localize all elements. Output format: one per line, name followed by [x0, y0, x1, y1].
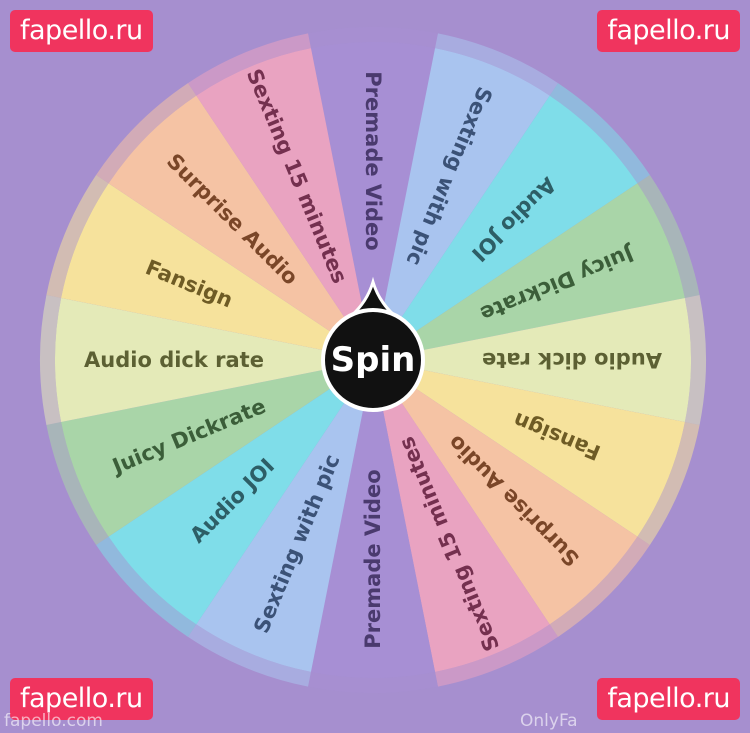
wheel-rim — [40, 27, 706, 693]
wheel-segment-label: Premade Video — [361, 469, 385, 648]
wheel-rim-segment — [637, 174, 700, 298]
wheel-segment — [108, 95, 374, 361]
wheel-rim-segment — [187, 33, 311, 96]
wheel-rim-segment — [435, 624, 559, 687]
wheel-rim-segment — [308, 27, 438, 49]
wheel-rim-segment — [96, 83, 197, 184]
wheel-rim-segment — [435, 33, 559, 96]
wheel-segment — [373, 360, 685, 537]
watermark-badge-bottom-left: fapello.ru — [10, 678, 153, 720]
wheel-segment — [373, 95, 638, 361]
wheel-rim-segment — [46, 422, 109, 546]
wheel-segment — [373, 48, 550, 360]
wheel-segment — [373, 360, 550, 672]
wheel-segment — [373, 360, 638, 625]
watermark-badge-top-right: fapello.ru — [597, 10, 740, 52]
wheel-rim-segment — [637, 422, 700, 546]
wheel-segment-label: Audio dick rate — [482, 348, 662, 372]
wheel-rim-segment — [46, 174, 109, 298]
spin-button[interactable]: Spin — [321, 276, 425, 412]
wheel-segment — [108, 360, 374, 625]
footer-watermark-left: fapello.com — [4, 711, 103, 731]
wheel-rim-segment — [96, 536, 197, 637]
wheel-segment — [61, 183, 373, 360]
wheel-segment — [373, 297, 691, 423]
wheel-segment — [310, 42, 436, 361]
wheel-segments — [54, 42, 691, 678]
wheel-rim-segment — [308, 671, 438, 693]
spin-button-label[interactable]: Spin — [331, 340, 416, 380]
spin-button-circle[interactable] — [321, 308, 425, 412]
wheel-segment — [196, 48, 373, 360]
wheel-rim-segment — [549, 83, 650, 184]
wheel-segment-label: Premade Video — [361, 71, 385, 250]
wheel-rim-segment — [40, 295, 62, 425]
wheel-rim-segment — [549, 536, 650, 637]
wheel-segment — [196, 360, 373, 672]
wheel-segment — [54, 297, 373, 423]
watermark-badge-top-left: fapello.ru — [10, 10, 153, 52]
wheel-segment — [61, 360, 373, 537]
footer-watermark-right: OnlyFa — [520, 711, 578, 731]
wheel-rim-segment — [684, 295, 706, 425]
wheel-rim-segment — [187, 624, 311, 687]
wheel-segment — [310, 360, 436, 678]
wheel-segment — [373, 183, 685, 360]
watermark-badge-bottom-right: fapello.ru — [597, 678, 740, 720]
wheel-segment-label: Audio dick rate — [84, 348, 264, 372]
pointer-icon — [347, 276, 399, 318]
